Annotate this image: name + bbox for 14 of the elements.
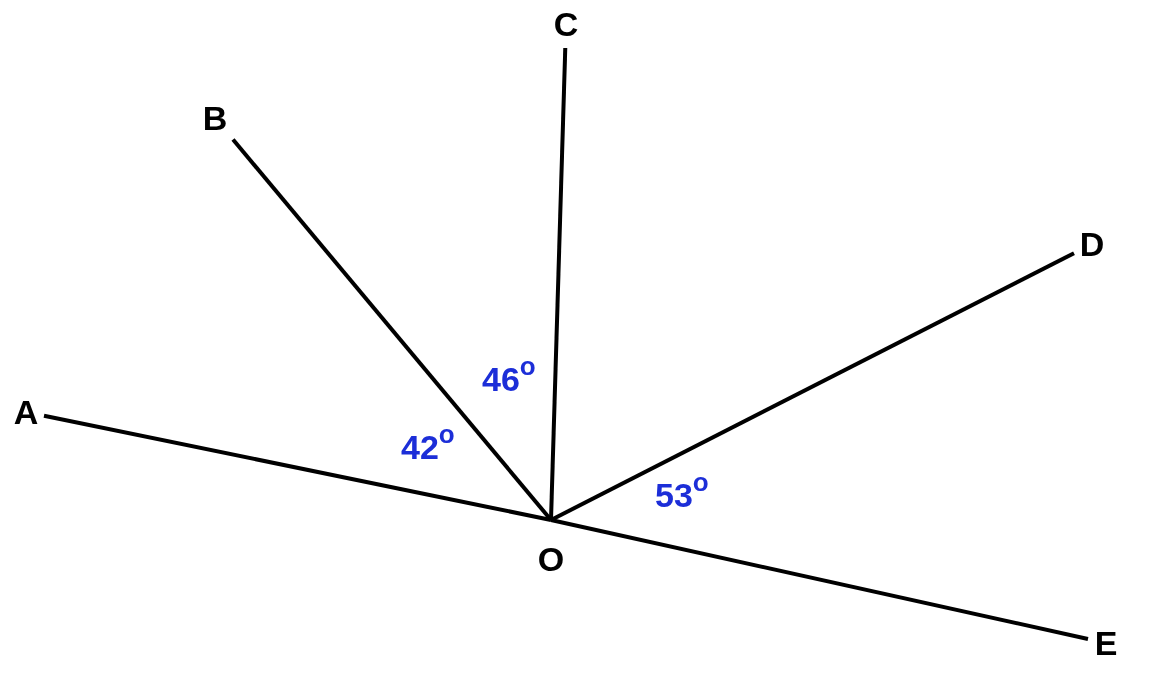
point-label: D bbox=[1079, 227, 1105, 261]
point-label: O bbox=[537, 542, 565, 576]
angle-measure: 42$^{o}$ bbox=[401, 430, 455, 464]
line-segment bbox=[43, 413, 552, 522]
line-segment bbox=[549, 47, 568, 521]
point-label: C bbox=[553, 7, 579, 41]
angle-measure: 46$^{o}$ bbox=[482, 362, 536, 396]
line-segment bbox=[550, 518, 1089, 641]
point-label: A bbox=[13, 395, 39, 429]
angle-measure: 53$^{o}$ bbox=[655, 478, 709, 512]
line-segment bbox=[550, 251, 1075, 522]
point-label: B bbox=[202, 101, 228, 135]
line-segment bbox=[231, 138, 553, 522]
point-label: E bbox=[1094, 626, 1118, 660]
